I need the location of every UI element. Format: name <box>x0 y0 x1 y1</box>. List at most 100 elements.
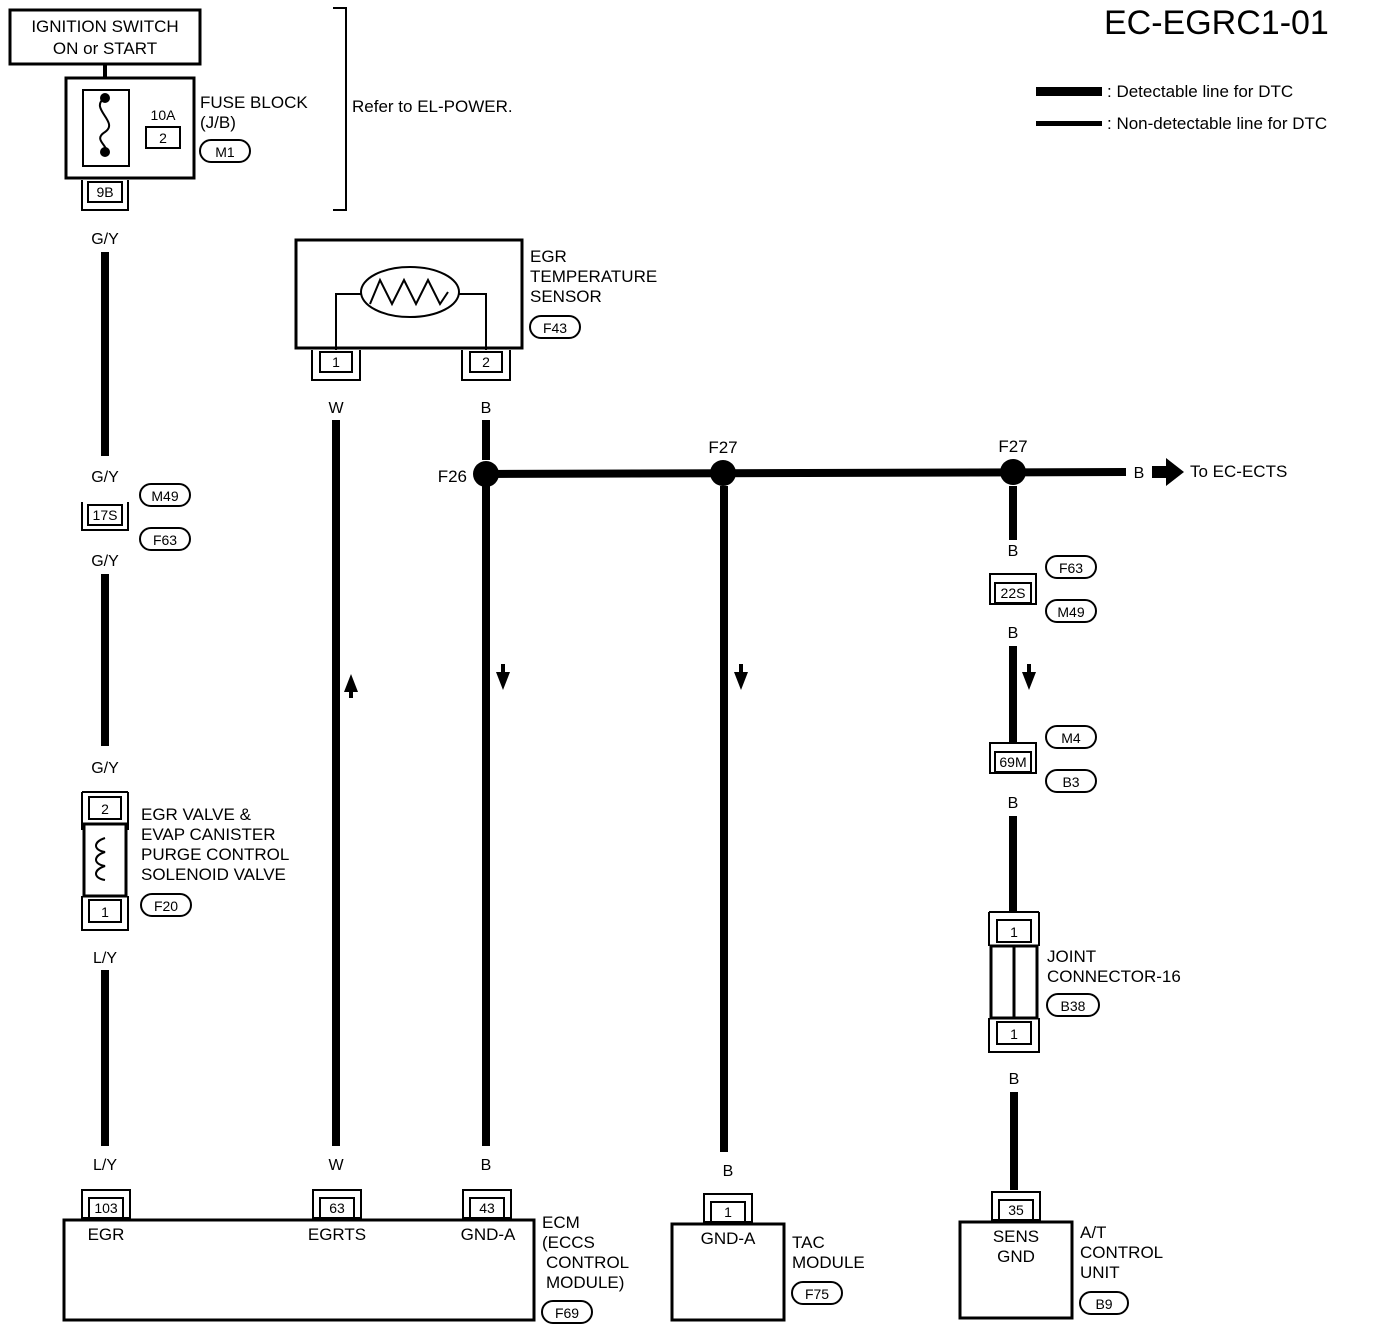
connector-17s: 17S <box>81 502 129 531</box>
wire-color-b-5: B <box>1008 625 1019 642</box>
at-control-unit: SENS GND <box>958 1220 1074 1320</box>
connector-badge-b38: B38 <box>1046 993 1100 1017</box>
svg-text:M49: M49 <box>1057 604 1084 620</box>
connector-badge-b9: B9 <box>1079 1291 1129 1315</box>
wire-color-ly-1: L/Y <box>93 950 117 967</box>
svg-text:M4: M4 <box>1061 730 1081 746</box>
sensor-pin-2: 2 <box>482 354 490 370</box>
fuse-icon <box>98 97 111 153</box>
connector-badge-f43: F43 <box>529 315 581 339</box>
wire-color-gy-2: G/Y <box>91 469 119 486</box>
solenoid-label-1: EGR VALVE & <box>141 805 252 824</box>
fuse-block-label: FUSE BLOCK <box>200 93 308 112</box>
legend-detectable-label: : Detectable line for DTC <box>1107 82 1293 101</box>
svg-text:F63: F63 <box>153 532 177 548</box>
svg-text:63: 63 <box>329 1200 345 1216</box>
arrow-right-icon <box>1152 458 1184 486</box>
connector-9b: 9B <box>81 180 129 211</box>
svg-text:103: 103 <box>94 1200 118 1216</box>
wire-color-w-1: W <box>328 400 344 417</box>
to-ec-ects-label: To EC-ECTS <box>1190 462 1287 481</box>
svg-text:22S: 22S <box>1001 585 1026 601</box>
ecm-terminal-egrts: EGRTS <box>308 1225 366 1244</box>
wire-color-b-4: B <box>1008 543 1019 560</box>
svg-text:17S: 17S <box>93 507 118 523</box>
signal-down-arrow-icon-2 <box>734 664 748 690</box>
wire-color-b-7: B <box>1009 1071 1020 1088</box>
ecm-label-3: CONTROL <box>546 1253 629 1272</box>
connector-badge-f63-left: F63 <box>139 527 191 551</box>
egr-temperature-sensor: 1 2 <box>294 238 524 381</box>
svg-text:B3: B3 <box>1062 774 1079 790</box>
solenoid-label-3: PURGE CONTROL <box>141 845 289 864</box>
tac-connector-1: 1 <box>703 1193 753 1223</box>
splice-f27-a <box>710 460 736 486</box>
wire-ground-bus <box>485 468 1127 478</box>
joint-connector-16: 1 1 <box>988 911 1040 1053</box>
joint-pin-top: 1 <box>1010 924 1018 940</box>
ecm-label-2: (ECCS <box>542 1233 595 1252</box>
solenoid-pin-2: 2 <box>101 801 109 817</box>
tac-module: GND-A <box>670 1222 786 1322</box>
legend-non-detectable-swatch <box>1036 121 1102 126</box>
splice-f26-label: F26 <box>438 467 467 486</box>
svg-text:F69: F69 <box>555 1305 579 1321</box>
ecm-label-4: MODULE) <box>546 1273 624 1292</box>
wire-color-b-2: B <box>481 1157 492 1174</box>
atcu-label-2: CONTROL <box>1080 1243 1163 1262</box>
atcu-connector-35: 35 <box>991 1191 1041 1221</box>
atcu-terminal-sens: SENS <box>993 1227 1039 1246</box>
svg-text:9B: 9B <box>96 184 113 200</box>
ignition-switch-label-2: ON or START <box>53 39 157 58</box>
fuse-amperage: 10A <box>151 107 177 123</box>
ignition-switch-label-1: IGNITION SWITCH <box>31 17 178 36</box>
svg-text:35: 35 <box>1008 1202 1024 1218</box>
solenoid-label-4: SOLENOID VALVE <box>141 865 286 884</box>
connector-badge-f75: F75 <box>791 1281 843 1305</box>
ecm-terminal-egr: EGR <box>88 1225 125 1244</box>
connector-badge-f20: F20 <box>140 893 192 917</box>
tac-label-1: TAC <box>792 1233 825 1252</box>
joint-pin-bottom: 1 <box>1010 1026 1018 1042</box>
sensor-label-2: TEMPERATURE <box>530 267 657 286</box>
connector-badge-m49-right: M49 <box>1045 599 1097 623</box>
ecm-connector-43: 43 <box>462 1189 512 1219</box>
sensor-label-1: EGR <box>530 247 567 266</box>
joint-label-1: JOINT <box>1047 947 1096 966</box>
splice-f27-b <box>1000 459 1026 485</box>
svg-text:F63: F63 <box>1059 560 1083 576</box>
svg-text:1: 1 <box>724 1204 732 1220</box>
solenoid-pin-1: 1 <box>101 904 109 920</box>
ecm-connector-63: 63 <box>312 1189 362 1219</box>
signal-down-arrow-icon-3 <box>1022 664 1036 690</box>
connector-badge-m4: M4 <box>1045 725 1097 749</box>
connector-badge-f63-right: F63 <box>1045 555 1097 579</box>
sensor-pin-1: 1 <box>332 354 340 370</box>
atcu-label-3: UNIT <box>1080 1263 1120 1282</box>
wire-color-b-ects: B <box>1134 465 1145 482</box>
tac-label-2: MODULE <box>792 1253 865 1272</box>
fuse-block: 10A 2 <box>64 76 196 180</box>
svg-text:69M: 69M <box>999 754 1026 770</box>
atcu-terminal-gnd: GND <box>997 1247 1035 1266</box>
splice-f27-b-label: F27 <box>998 437 1027 456</box>
diagram-title: EC-EGRC1-01 <box>1104 4 1329 42</box>
wire-color-gy-3: G/Y <box>91 553 119 570</box>
svg-text:43: 43 <box>479 1200 495 1216</box>
svg-text:F43: F43 <box>543 320 567 336</box>
splice-f27-a-label: F27 <box>708 438 737 457</box>
connector-badge-m49-left: M49 <box>139 483 191 507</box>
connector-badge-f69: F69 <box>541 1300 593 1324</box>
legend-detectable-swatch <box>1036 87 1102 96</box>
refer-bracket <box>333 7 347 211</box>
splice-f26 <box>473 461 499 487</box>
svg-text:F75: F75 <box>805 1286 829 1302</box>
refer-el-power: Refer to EL-POWER. <box>352 97 513 116</box>
fuse-block-jb-label: (J/B) <box>200 113 236 132</box>
tac-terminal-gnd-a: GND-A <box>701 1229 756 1248</box>
ecm-connector-103: 103 <box>81 1189 131 1219</box>
wire-color-b-6: B <box>1008 795 1019 812</box>
sensor-label-3: SENSOR <box>530 287 602 306</box>
ecm-label-1: ECM <box>542 1213 580 1232</box>
fuse-number: 2 <box>159 130 167 146</box>
